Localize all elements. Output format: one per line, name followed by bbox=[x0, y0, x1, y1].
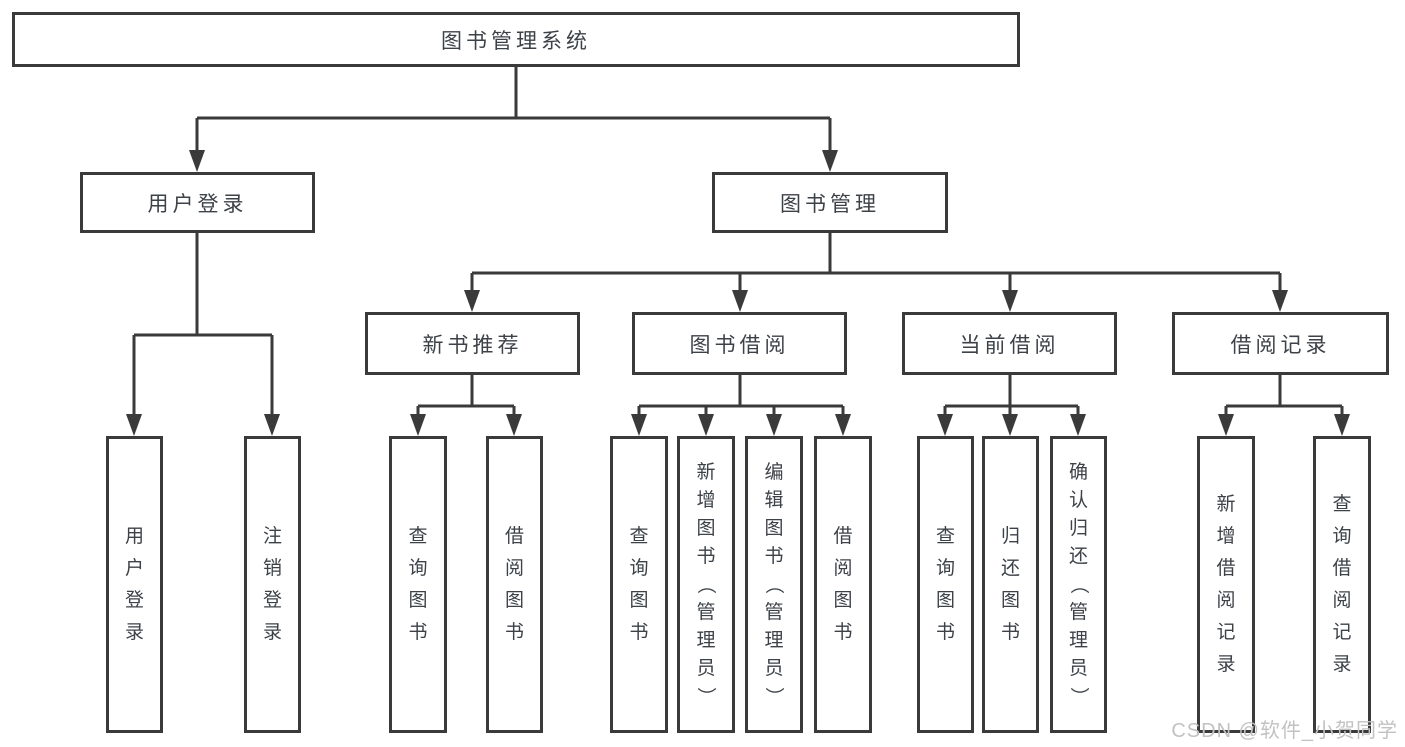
node-book-borrowing: 图书借阅 bbox=[632, 312, 847, 375]
leaf-bb-borrow-books: 借阅图书 bbox=[814, 436, 872, 733]
connector-lines bbox=[132, 67, 1344, 416]
leaf-cb-query-books: 查询图书 bbox=[917, 436, 974, 733]
node-user-login: 用户登录 bbox=[80, 172, 315, 233]
arrowheads bbox=[126, 150, 1350, 436]
node-borrowing-records: 借阅记录 bbox=[1172, 312, 1389, 375]
leaf-nbr-borrow-books: 借阅图书 bbox=[486, 436, 543, 733]
leaf-bb-add-books-admin: 新增图书（管理员） bbox=[677, 436, 735, 733]
leaf-bb-edit-books-admin: 编辑图书（管理员） bbox=[745, 436, 803, 733]
node-book-management: 图书管理 bbox=[712, 172, 948, 233]
node-current-borrowing: 当前借阅 bbox=[902, 312, 1117, 375]
node-new-book-recommend: 新书推荐 bbox=[365, 312, 580, 375]
leaf-cb-confirm-return-admin: 确认归还（管理员） bbox=[1050, 436, 1107, 733]
leaf-br-query-record: 查询借阅记录 bbox=[1313, 436, 1371, 733]
leaf-nbr-query-books: 查询图书 bbox=[389, 436, 447, 733]
leaf-br-add-record: 新增借阅记录 bbox=[1197, 436, 1255, 733]
leaf-cb-return-books: 归还图书 bbox=[982, 436, 1039, 733]
leaf-bb-query-books: 查询图书 bbox=[610, 436, 668, 733]
watermark: CSDN @软件_小贺同学 bbox=[1171, 720, 1398, 742]
leaf-logout-login: 注销登录 bbox=[244, 436, 301, 733]
leaf-user-login: 用户登录 bbox=[106, 436, 163, 733]
node-root: 图书管理系统 bbox=[12, 12, 1020, 67]
